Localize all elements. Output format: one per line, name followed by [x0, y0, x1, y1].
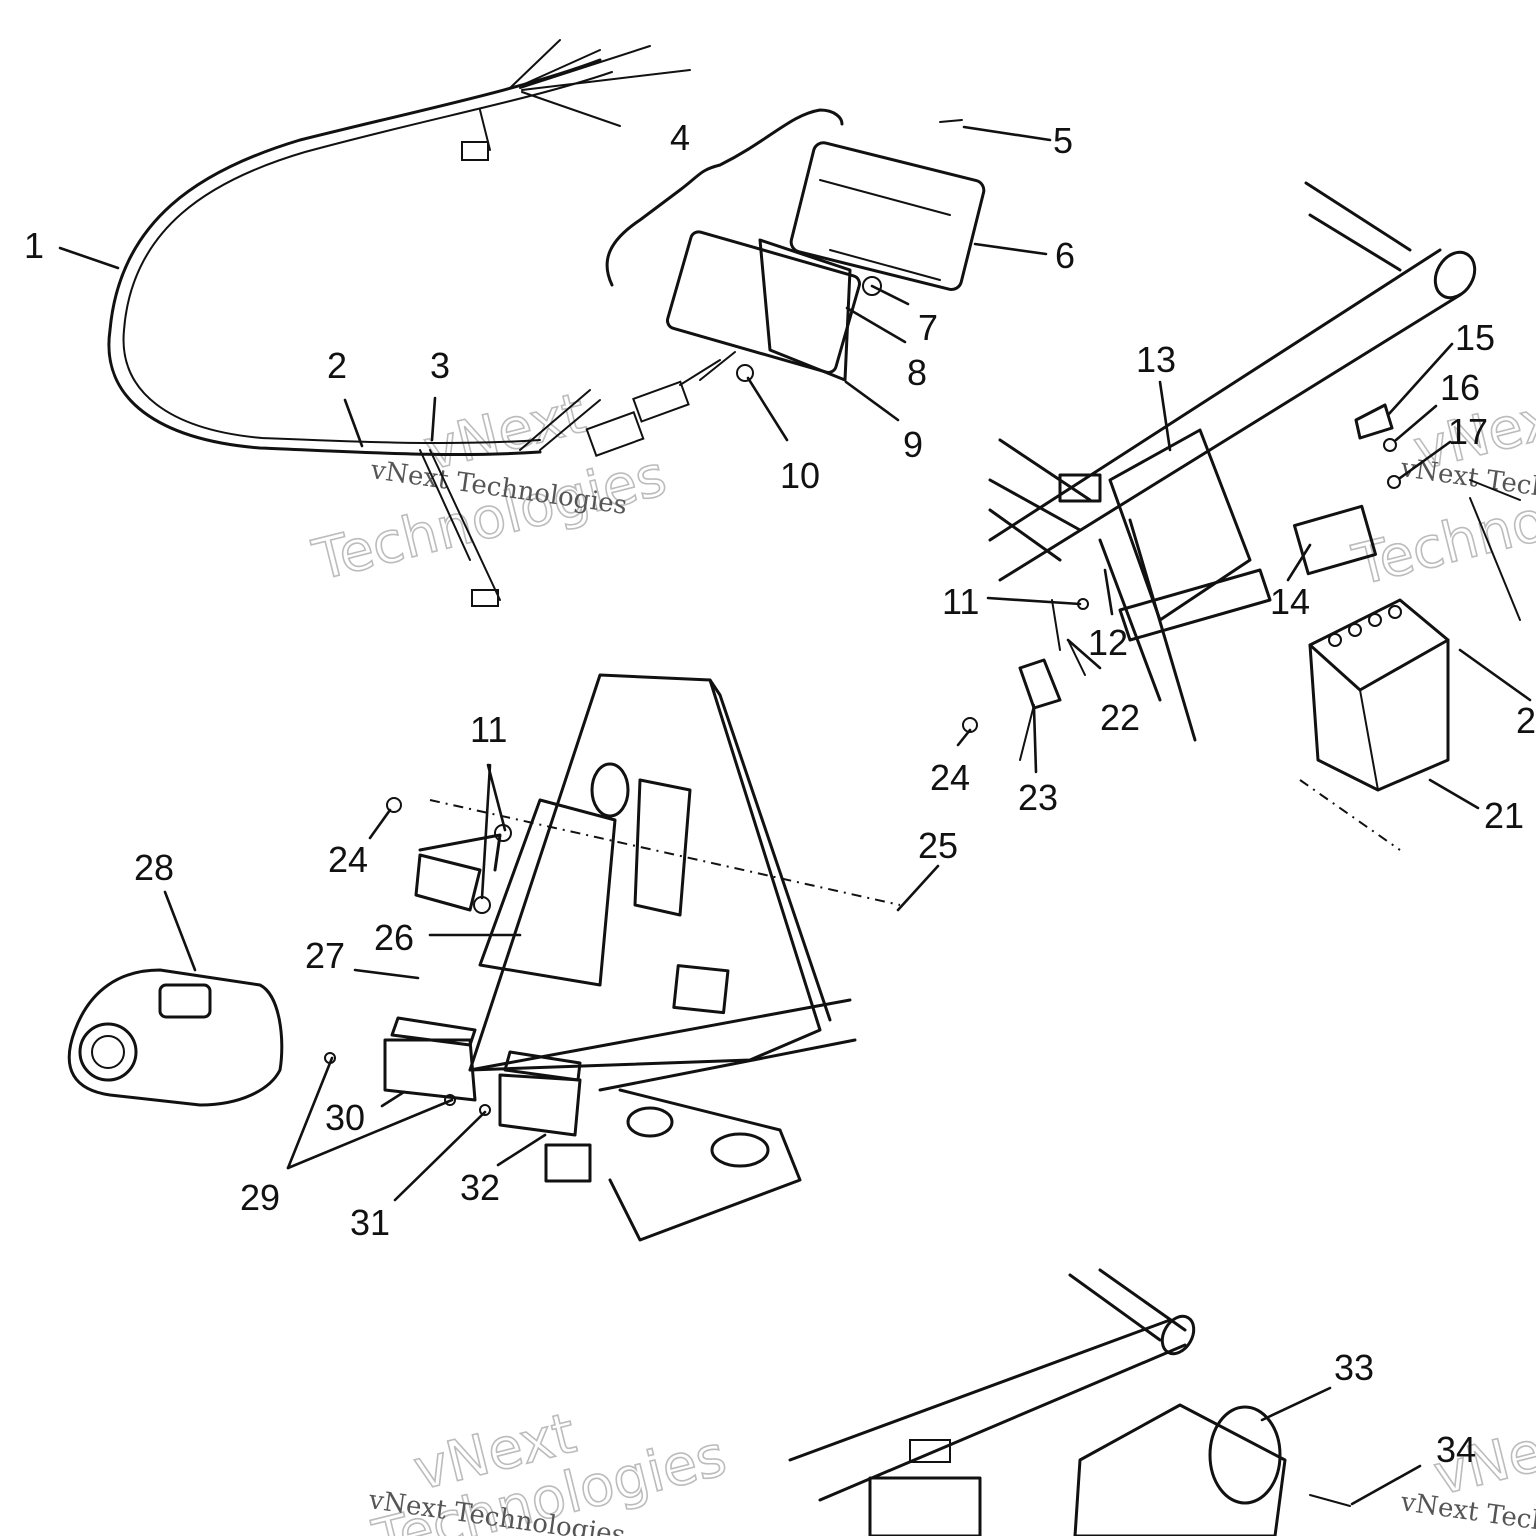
callout-21: 21: [1484, 795, 1524, 836]
callout-14: 14: [1270, 581, 1310, 622]
callout-labels: 1 2 3 4 5 6 7 8 9 10 11 11 12 13 14 15 1…: [24, 117, 1536, 1470]
callout-23: 23: [1018, 777, 1058, 818]
callout-31: 31: [350, 1202, 390, 1243]
callout-26: 26: [374, 917, 414, 958]
callout-7: 7: [918, 307, 938, 348]
starter-assembly: [788, 1268, 1351, 1536]
callout-16: 16: [1440, 367, 1480, 408]
ignition-coil: [386, 797, 512, 914]
callout-5: 5: [1053, 120, 1073, 161]
callout-12: 12: [1088, 622, 1128, 663]
callout-28: 28: [134, 847, 174, 888]
callout-15: 15: [1455, 317, 1495, 358]
callout-25: 25: [918, 825, 958, 866]
callout-27: 27: [305, 935, 345, 976]
callout-24-right: 24: [930, 757, 970, 798]
callout-11-right: 11: [942, 581, 979, 622]
callout-9: 9: [903, 424, 923, 465]
taillight-assembly: [585, 108, 986, 457]
switch-components: [962, 598, 1089, 761]
callout-3: 3: [430, 345, 450, 386]
callout-10: 10: [780, 455, 820, 496]
callout-13: 13: [1136, 339, 1176, 380]
callout-22: 22: [1100, 697, 1140, 738]
callout-17: 17: [1448, 411, 1488, 452]
callout-6: 6: [1055, 235, 1075, 276]
callout-1: 1: [24, 225, 44, 266]
wiring-harness: [107, 39, 691, 607]
callout-2-right: 2: [1516, 700, 1536, 741]
regulators: [324, 1016, 582, 1137]
leader-lines: [58, 125, 1532, 1506]
callout-2: 2: [327, 345, 347, 386]
callout-33: 33: [1334, 1347, 1374, 1388]
callout-24-left: 24: [328, 839, 368, 880]
callout-34: 34: [1436, 1429, 1476, 1470]
callout-4: 4: [670, 117, 690, 158]
center-bracket: [429, 673, 901, 1242]
callout-11-left: 11: [470, 709, 507, 750]
callout-8: 8: [907, 352, 927, 393]
callout-30: 30: [325, 1097, 365, 1138]
horn-housing: [67, 968, 284, 1107]
callout-32: 32: [460, 1167, 500, 1208]
battery: [1299, 598, 1450, 851]
callout-29: 29: [240, 1177, 280, 1218]
